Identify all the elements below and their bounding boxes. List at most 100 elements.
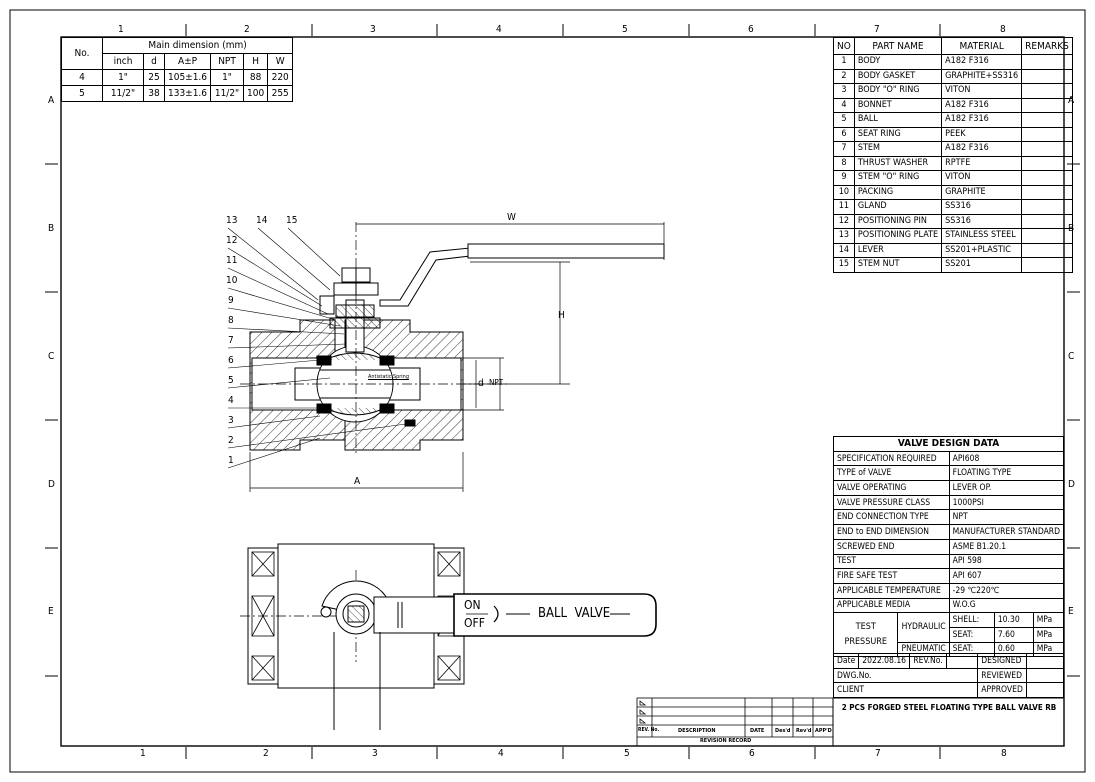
part-name: SEAT RING bbox=[853, 126, 943, 142]
part-material: PEEK bbox=[941, 126, 1023, 142]
callout-4: 4 bbox=[228, 395, 234, 406]
hydraulic-label: HYDRAULIC bbox=[897, 612, 950, 643]
zone-top-5: 5 bbox=[622, 24, 628, 35]
dim-cell: 11/2" bbox=[102, 85, 144, 102]
dimension-h-label: H bbox=[558, 310, 565, 321]
design-field-label: END CONNECTION TYPE bbox=[833, 509, 950, 526]
design-field-value: API608 bbox=[948, 450, 1065, 467]
dim-cell: 25 bbox=[143, 69, 165, 86]
part-name: GLAND bbox=[853, 199, 943, 215]
design-field-value: 1000PSI bbox=[948, 494, 1065, 511]
design-field-value: MANUFACTURER STANDARD bbox=[948, 524, 1065, 540]
approved-value bbox=[1026, 682, 1064, 699]
callout-8: 8 bbox=[228, 315, 234, 326]
zone-right-D: D bbox=[1068, 479, 1075, 490]
dim-col-a: A±P bbox=[163, 53, 212, 70]
design-field-value: W.O.G bbox=[948, 597, 1065, 614]
design-title: VALVE DESIGN DATA bbox=[833, 436, 1064, 452]
dim-cell: 133±1.6 bbox=[163, 85, 212, 102]
part-material: VITON bbox=[941, 170, 1023, 186]
designed-label: DESIGNED bbox=[977, 653, 1027, 669]
design-field-label: TEST bbox=[833, 553, 950, 570]
dimension-a-label: A bbox=[354, 476, 361, 487]
zone-top-1: 1 bbox=[118, 24, 124, 35]
part-name: BODY bbox=[853, 54, 943, 70]
part-remarks bbox=[1021, 155, 1073, 171]
part-no: 5 bbox=[833, 112, 855, 128]
part-name: POSITIONING PLATE bbox=[853, 228, 943, 244]
valve-design-data-table: VALVE DESIGN DATA SPECIFICATION REQUIRED… bbox=[832, 436, 1065, 658]
part-material: GRAPHITE+SS316 bbox=[941, 68, 1023, 84]
design-field-label: VALVE OPERATING bbox=[833, 480, 950, 496]
part-name: STEM bbox=[853, 141, 943, 157]
antistatic-spring-note: Antistatic Spring bbox=[368, 374, 409, 380]
part-no: 8 bbox=[833, 155, 855, 171]
part-name: LEVER bbox=[853, 242, 943, 258]
zone-bottom-8: 8 bbox=[1001, 748, 1007, 759]
part-material: SS316 bbox=[941, 213, 1023, 229]
design-field-label: TYPE of VALVE bbox=[833, 465, 950, 482]
rev-header-description: DESCRIPTION bbox=[678, 728, 716, 734]
design-field-value: FLOATING TYPE bbox=[948, 465, 1065, 482]
part-remarks bbox=[1021, 112, 1073, 128]
zone-bottom-1: 1 bbox=[140, 748, 146, 759]
design-field-value: NPT bbox=[948, 509, 1065, 526]
part-name: BODY GASKET bbox=[853, 68, 943, 84]
part-name: BALL bbox=[853, 112, 943, 128]
part-remarks bbox=[1021, 54, 1073, 70]
dim-col-w: W bbox=[267, 53, 294, 70]
part-no: 4 bbox=[833, 97, 855, 113]
dim-cell: 220 bbox=[267, 69, 294, 86]
zone-left-B: B bbox=[48, 223, 55, 234]
zone-left-A: A bbox=[48, 95, 55, 106]
lever-on-label: ON bbox=[464, 598, 481, 612]
dimension-d-label: d bbox=[478, 378, 484, 389]
part-no: 7 bbox=[833, 141, 855, 157]
callout-11: 11 bbox=[226, 255, 238, 266]
part-no: 3 bbox=[833, 83, 855, 99]
table-row: 4 1" 25 105±1.6 1" 88 220 bbox=[61, 69, 294, 86]
part-no: 13 bbox=[833, 228, 855, 244]
part-no: 11 bbox=[833, 199, 855, 215]
part-remarks bbox=[1021, 126, 1073, 142]
part-no: 12 bbox=[833, 213, 855, 229]
zone-bottom-5: 5 bbox=[624, 748, 630, 759]
part-material: SS316 bbox=[941, 199, 1023, 215]
part-no: 2 bbox=[833, 68, 855, 84]
callout-1: 1 bbox=[228, 455, 234, 466]
dim-cell: 11/2" bbox=[210, 85, 245, 102]
design-field-label: APPLICABLE MEDIA bbox=[833, 597, 950, 614]
part-remarks bbox=[1021, 141, 1073, 157]
part-material: A182 F316 bbox=[941, 112, 1023, 128]
part-material: SS201 bbox=[941, 257, 1023, 273]
design-field-value: LEVER OP. bbox=[948, 480, 1065, 496]
lever-ball-valve-text: BALL VALVE bbox=[538, 606, 611, 621]
seat-label-h: SEAT: bbox=[948, 626, 995, 643]
dim-cell: 88 bbox=[243, 69, 269, 86]
part-remarks bbox=[1021, 184, 1073, 200]
reviewed-label: REVIEWED bbox=[977, 667, 1027, 684]
callout-3: 3 bbox=[228, 415, 234, 426]
design-field-label: SCREWED END bbox=[833, 538, 950, 555]
part-no: 1 bbox=[833, 54, 855, 70]
parts-header-name: PART NAME bbox=[853, 37, 943, 55]
part-name: THRUST WASHER bbox=[853, 155, 943, 171]
callout-6: 6 bbox=[228, 355, 234, 366]
zone-right-E: E bbox=[1068, 606, 1074, 617]
dim-cell: 1" bbox=[210, 69, 245, 86]
parts-header-remarks: REMARKS bbox=[1021, 37, 1073, 55]
part-no: 9 bbox=[833, 170, 855, 186]
part-material: GRAPHITE bbox=[941, 184, 1023, 200]
